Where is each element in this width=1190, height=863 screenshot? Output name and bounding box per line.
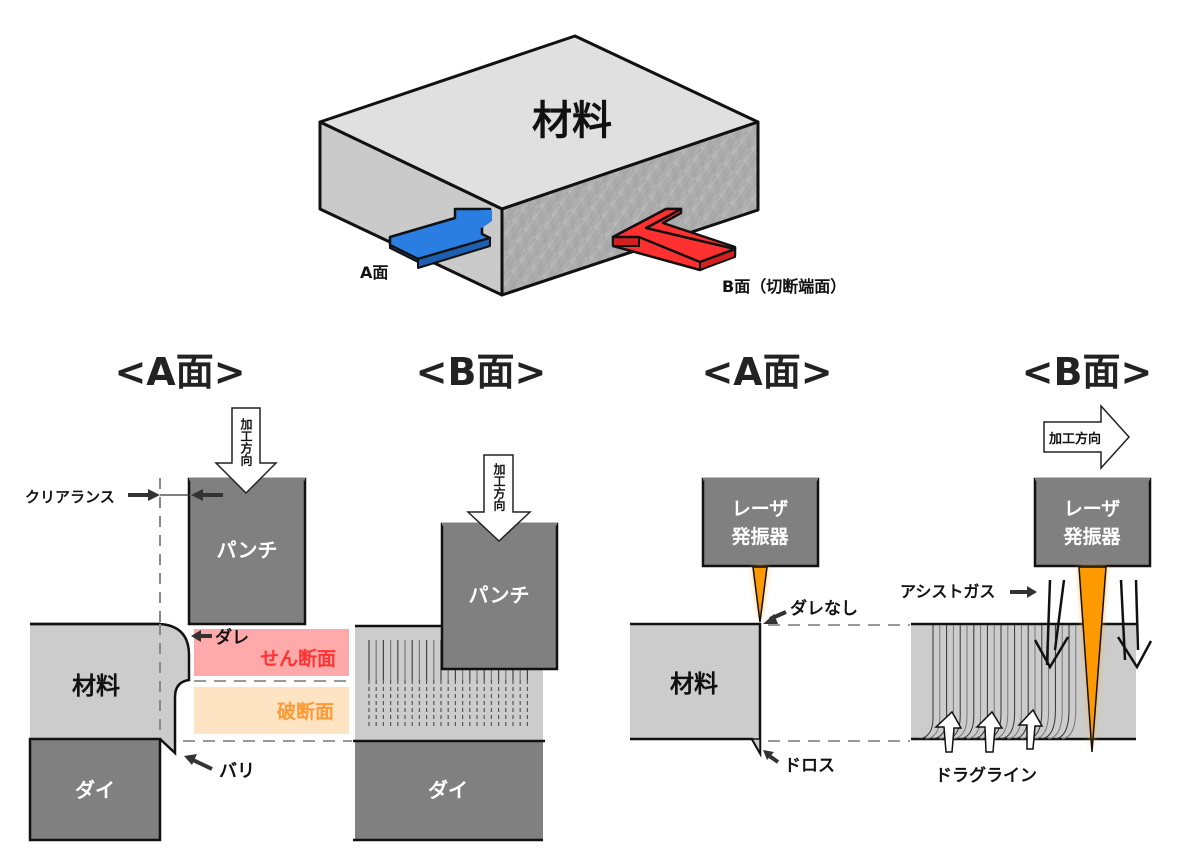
punch-b-direction-label: 加工方向 (492, 462, 506, 512)
laser-b-beam (1078, 566, 1107, 753)
fracture-zone-label: 破断面 (277, 700, 334, 723)
drag-line (952, 625, 968, 740)
assist-gas-label: アシストガス (900, 582, 995, 601)
laser-b-heading: <B面> (1022, 350, 1153, 394)
shear-zone (194, 629, 349, 676)
drag-line (925, 625, 941, 740)
laser-a-oscillator (701, 477, 820, 568)
punch-a-label: パンチ (217, 538, 278, 562)
drag-line (1014, 625, 1029, 740)
laser-b-oscillator (1033, 477, 1152, 568)
clearance-arrows (128, 489, 223, 501)
no-rollover-label: ダレなし (790, 598, 858, 619)
punch-b-label: パンチ (469, 583, 530, 607)
punch-b-direction-arrow (466, 454, 532, 543)
block-top-label: 材料 (532, 98, 612, 144)
no-rollover-arrow (763, 610, 787, 624)
punch-a-material (30, 624, 189, 753)
drag-line (918, 625, 934, 740)
clearance-label: クリアランス (25, 488, 115, 506)
rollover-arrow (191, 630, 212, 642)
face-b-arrow (611, 207, 737, 272)
drag-line (1007, 625, 1022, 740)
drag-line (959, 625, 975, 740)
drag-line (1054, 625, 1070, 740)
dross-label: ドロス (784, 756, 835, 776)
punch-b-body (440, 522, 559, 671)
rollover-label: ダレ (215, 627, 249, 648)
dross-arrow (763, 750, 780, 764)
assist-gas-label-arrow (1010, 586, 1037, 598)
fracture-zone (194, 687, 349, 734)
burr-arrow (184, 754, 213, 771)
punch-b-heading: <B面> (416, 350, 547, 394)
assist-gas-arrows (1033, 579, 1153, 670)
punch-a-material-label: 材料 (72, 672, 120, 700)
laser-a-material-label: 材料 (670, 670, 718, 698)
laser-a-beam (752, 566, 768, 623)
punch-a-direction-label: 加工方向 (239, 417, 253, 467)
punch-a-heading: <A面> (114, 350, 245, 394)
laser-b-direction-arrow (1043, 404, 1131, 470)
material-block (318, 34, 760, 297)
drag-line (1048, 625, 1063, 740)
laser-a-oscillator-label-2: 発振器 (730, 525, 789, 548)
punch-b-die (355, 741, 543, 840)
punch-b-die-label: ダイ (428, 778, 468, 802)
burr-label: バリ (219, 761, 255, 782)
drag-line (993, 625, 1009, 740)
shear-zone-label: せん断面 (260, 647, 336, 670)
face-a-label: A面 (360, 263, 388, 282)
drag-line (966, 625, 982, 740)
drag-line (1041, 625, 1056, 740)
laser-b-direction-label: 加工方向 (1048, 431, 1101, 447)
laser-b-oscillator-label-1: レーザ (1064, 498, 1121, 520)
drag-line (1034, 625, 1050, 740)
face-b-label: B面（切断端面） (722, 277, 846, 296)
block-right-face (500, 120, 760, 297)
drag-line-label: ドラグライン (935, 765, 1037, 786)
punch-a-die (28, 737, 162, 842)
drag-line (1061, 625, 1077, 740)
laser-a-material (630, 624, 760, 739)
drag-line-arrows (934, 708, 1044, 753)
face-a-arrow (388, 207, 492, 269)
laser-a-heading: <A面> (701, 350, 832, 394)
laser-a-oscillator-label-1: レーザ (732, 498, 789, 520)
drag-line (1000, 625, 1016, 740)
laser-b-oscillator-label-2: 発振器 (1062, 525, 1121, 548)
punch-a-die-label: ダイ (75, 778, 115, 802)
punch-a-direction-arrow (214, 407, 278, 495)
